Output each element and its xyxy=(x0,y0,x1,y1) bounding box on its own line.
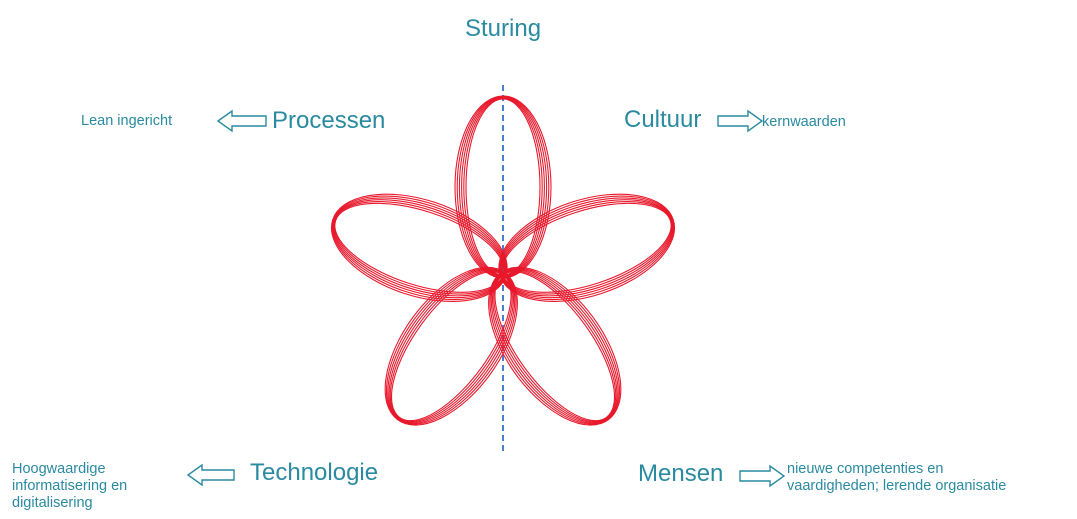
note-line: digitalisering xyxy=(12,495,127,512)
note-line: Hoogwaardige xyxy=(12,461,127,478)
pillar-technologie-label: Technologie xyxy=(250,461,378,485)
note-line: nieuwe competenties en xyxy=(787,461,1006,478)
note-line: informatisering en xyxy=(12,478,127,495)
pillar-cultuur-note: kernwaarden xyxy=(762,114,846,131)
petal-ring xyxy=(361,246,541,446)
arrow-left-icon xyxy=(188,465,234,485)
pillar-processen-note: Lean ingericht xyxy=(81,113,172,130)
pillar-cultuur-label: Cultuur xyxy=(624,108,701,132)
center-title: Sturing xyxy=(465,17,541,41)
petal-ring xyxy=(363,248,539,445)
arrow-right-icon xyxy=(740,466,784,486)
note-line: vaardigheden; lerende organisatie xyxy=(787,478,1006,495)
pillar-processen-label: Processen xyxy=(272,109,385,133)
arrow-right-icon xyxy=(718,111,762,131)
petal-ring xyxy=(467,248,643,445)
arrow-left-icon xyxy=(218,111,266,131)
pillar-mensen-label: Mensen xyxy=(638,462,723,486)
pillar-mensen-note: nieuwe competenties en vaardigheden; ler… xyxy=(787,461,1006,495)
pillar-technologie-note: Hoogwaardige informatisering en digitali… xyxy=(12,461,127,512)
petal-ring xyxy=(465,246,645,446)
